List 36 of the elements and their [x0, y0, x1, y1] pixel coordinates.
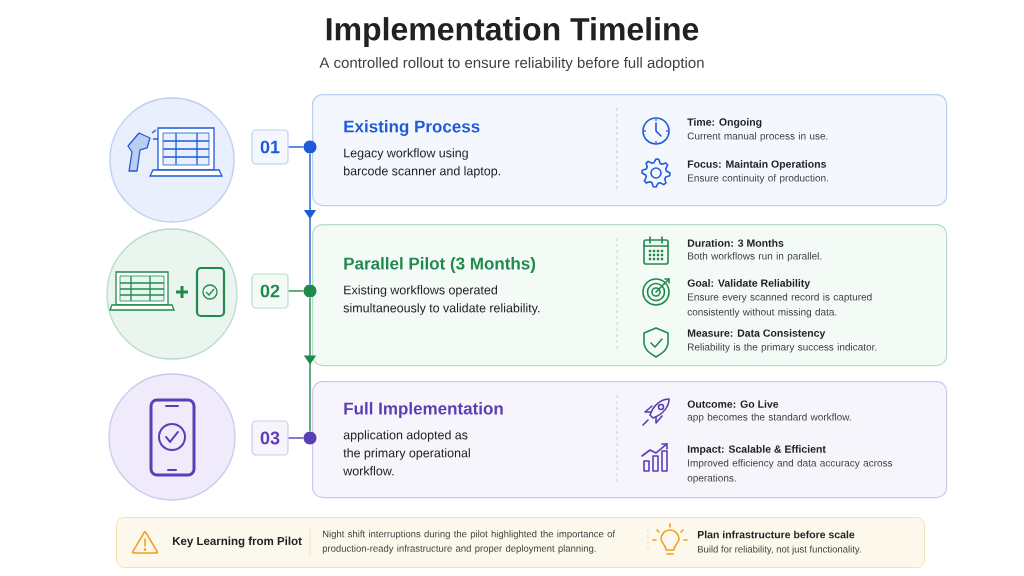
tip-text: Build for reliability, not just functionality.: [698, 545, 861, 555]
timeline-card: [312, 381, 948, 499]
card-description: Existing workflows operated simultaneously to validate reliability.: [343, 285, 540, 315]
step-badge: 02: [251, 273, 289, 309]
card-title: Existing Process: [344, 120, 480, 136]
title: Implementation Timeline: [326, 17, 699, 47]
connector: [287, 146, 304, 148]
item-title: Measure: Data Consistency: [687, 329, 826, 339]
item-description: Reliability is the primary success indicator.: [688, 343, 877, 353]
card-title: Full Implementation: [344, 402, 503, 418]
item-title: Duration: 3 Months: [687, 239, 784, 247]
card-description: Legacy workflow using barcode scanner and laptop.: [344, 148, 500, 178]
item-title: Outcome: Go Live: [687, 400, 779, 408]
tip-title: Plan infrastructure before scale: [697, 530, 855, 539]
item-description: app becomes the standard workflow.: [687, 413, 851, 423]
item-description: Both workflows run in parallel.: [688, 252, 822, 262]
timeline-card: [312, 94, 948, 207]
item-description: Ensure every scanned record is captured consistently without missing data.: [687, 293, 872, 318]
card-title: Parallel Pilot (3 Months): [344, 257, 536, 273]
card-description: application adopted as the primary operational workflow.: [343, 430, 470, 476]
connector: [287, 437, 304, 439]
item-title: Goal: Validate Reliability: [687, 279, 811, 289]
item-title: Time: Ongoing: [687, 118, 762, 128]
step-badge: 01: [251, 129, 289, 165]
item-description: Current manual process in use.: [687, 132, 828, 142]
step-badge: 03: [251, 420, 289, 456]
item-title: Focus: Maintain Operations: [687, 160, 826, 170]
callout-box: [116, 517, 925, 568]
item-description: Improved efficiency and data accuracy across operations.: [687, 459, 893, 484]
item-description: Ensure continuity of production.: [688, 174, 828, 184]
item-title: Impact: Scalable & Efficient: [687, 445, 826, 455]
subtitle: A controlled rollout to ensure reliability before full adoption: [319, 57, 704, 71]
callout-title: Key Learning from Pilot: [172, 536, 302, 548]
callout-text: Night shift interruptions during the pilot highlighted the importance of production-ready infrastructure and proper deployment planning.: [322, 530, 616, 554]
connector: [287, 290, 304, 292]
timeline-card: [312, 224, 948, 367]
